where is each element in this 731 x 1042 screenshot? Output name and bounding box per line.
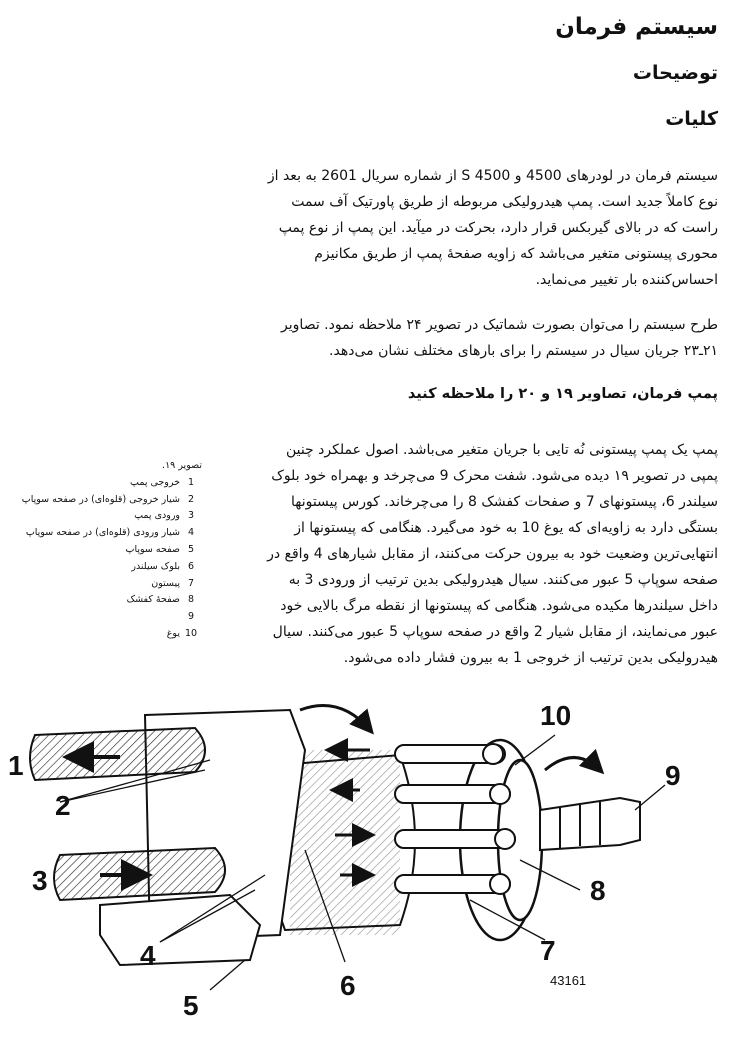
caption-title: تصویر ۱۹. (162, 460, 202, 471)
pump-cutaway-illustration: 1 2 3 4 5 6 7 8 9 10 43161 (8, 700, 681, 1021)
pump-heading: پمپ فرمان، تصاویر ۱۹ و ۲۰ را ملاحظه کنید (407, 386, 718, 402)
callout-2: 2 (55, 790, 71, 821)
callout-4: 4 (140, 940, 156, 971)
callout-10: 10 (540, 700, 571, 731)
figure-reference-number: 43161 (550, 973, 586, 988)
section-heading: توضیحات (632, 62, 718, 84)
page-title: سیستم فرمان (555, 14, 718, 40)
outlet-port (29, 726, 206, 782)
paragraph-pump: پمپ یک پمپ پیستونی نُه تایی با جریان متغ… (267, 442, 718, 666)
cylinder-block (267, 750, 416, 935)
callout-6: 6 (340, 970, 356, 1001)
drive-shaft (539, 796, 641, 852)
paragraph-schematic: طرح سیستم را می‌توان بصورت شماتیک در تصو… (281, 317, 718, 359)
callout-3: 3 (32, 865, 48, 896)
callout-7: 7 (540, 935, 556, 966)
callout-1: 1 (8, 750, 24, 781)
callout-9: 9 (665, 760, 681, 791)
paragraph-general: سیستم فرمان در لودرهای 4500 و 4500 S از … (267, 168, 718, 288)
callout-8: 8 (590, 875, 606, 906)
callout-5: 5 (183, 990, 199, 1021)
subsection-heading: کلیات (665, 108, 718, 130)
leader-lines (59, 734, 666, 991)
pistons (394, 743, 516, 895)
caption-item: 9 (187, 611, 195, 623)
